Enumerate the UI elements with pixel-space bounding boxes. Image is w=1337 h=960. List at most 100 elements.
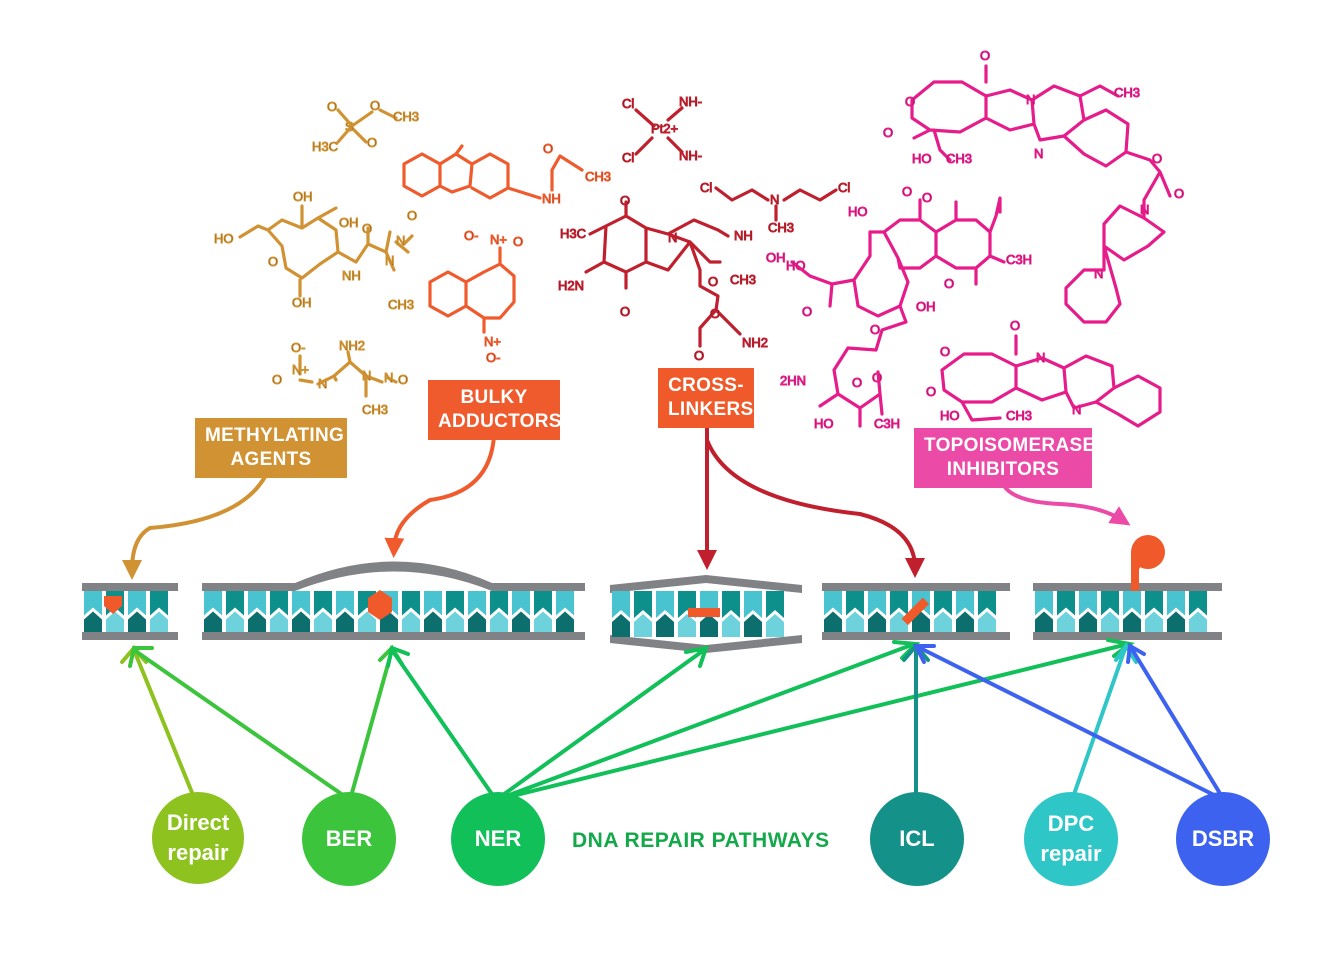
cisplatin-label: Cl xyxy=(622,96,634,111)
base-top xyxy=(1101,591,1119,616)
base-bottom xyxy=(612,614,630,637)
base-top xyxy=(534,591,552,616)
camptothecin-label: N xyxy=(1036,350,1045,365)
base-top xyxy=(1035,591,1053,616)
anthracycline-label: O xyxy=(870,322,880,337)
base-bottom xyxy=(722,614,740,637)
pathway-direct-label: Direct repair xyxy=(166,810,230,865)
base-bottom xyxy=(292,611,310,632)
mechlorethamine-label: N xyxy=(770,192,779,207)
base-bottom xyxy=(956,611,974,632)
base-top xyxy=(270,591,288,616)
nqo-molecule: O- N+ O N+ O- xyxy=(428,228,524,366)
base-bottom xyxy=(128,611,146,632)
irinotecan-molecule: O N CH3 O O HO CH3 N O O N N xyxy=(883,48,1185,324)
base-top xyxy=(150,591,168,616)
base-bottom xyxy=(402,611,420,632)
nqo-label: N+ xyxy=(484,334,501,349)
irinotecan-label: O xyxy=(1152,151,1162,166)
mitomycin-label: H2N xyxy=(558,278,584,293)
base-bottom xyxy=(766,614,784,637)
streptozotocin-label: OH xyxy=(339,215,359,230)
streptozotocin-label: NH xyxy=(342,268,361,283)
base-bottom xyxy=(890,611,908,632)
pathway-ber: BER xyxy=(302,792,396,886)
dna-segment-3 xyxy=(610,575,802,653)
pathway-icl: ICL xyxy=(870,792,964,886)
base-bottom xyxy=(84,611,102,632)
label-methylating-agents: METHYLATING AGENTS xyxy=(195,418,347,478)
mms-label: O xyxy=(367,135,377,150)
base-bottom xyxy=(978,611,996,632)
base-top xyxy=(204,591,222,616)
base-bottom xyxy=(1057,611,1075,632)
camptothecin-label: O xyxy=(926,384,936,399)
cisplatin-label: NH- xyxy=(679,148,702,163)
mitomycin-molecule: O H3C N NH H2N O O CH3 O NH2 O xyxy=(558,193,769,364)
base-bottom xyxy=(336,611,354,632)
camptothecin-label: CH3 xyxy=(1006,408,1032,423)
aaf-molecule: O CH3 NH xyxy=(402,141,612,207)
pathway-dpc-repair: DPC repair xyxy=(1024,792,1118,886)
streptozotocin-label: O xyxy=(362,221,372,236)
pathway-direct-repair: Direct repair xyxy=(152,792,244,884)
cisplatin-label: Cl xyxy=(622,150,634,165)
nqo-label: N+ xyxy=(490,232,507,247)
base-top xyxy=(1057,591,1075,616)
streptozotocin-label: O xyxy=(407,208,417,223)
base-top xyxy=(956,591,974,616)
base-top xyxy=(612,591,630,618)
base-top xyxy=(890,591,908,616)
nitrosoguanidine-label: O- xyxy=(291,340,305,355)
base-bottom xyxy=(824,611,842,632)
anthracycline-label: 2HN xyxy=(780,373,806,388)
dna-segment-4 xyxy=(822,583,1010,640)
anthracycline-label: O xyxy=(944,276,954,291)
base-top xyxy=(468,591,486,616)
pathway-dsbr: DSBR xyxy=(1176,792,1270,886)
mitomycin-label: NH2 xyxy=(742,335,768,350)
label-bulky-adductors: BULKY ADDUCTORS xyxy=(428,380,561,440)
base-top xyxy=(336,591,354,616)
base-bottom xyxy=(934,611,952,632)
streptozotocin-label: N xyxy=(396,233,405,248)
base-top xyxy=(84,591,102,616)
irinotecan-label: HO xyxy=(912,151,932,166)
base-bottom xyxy=(1123,611,1141,632)
base-bottom xyxy=(446,611,464,632)
base-top xyxy=(402,591,420,616)
pathway-ner-label: NER xyxy=(474,826,522,851)
base-bottom xyxy=(700,614,718,637)
nitrosoguanidine-label: CH3 xyxy=(362,402,388,417)
cisplatin-label: Pt2+ xyxy=(651,121,678,136)
irinotecan-label: CH3 xyxy=(1114,85,1140,100)
anthracycline-label: O xyxy=(902,184,912,199)
anthracycline-label: OH xyxy=(766,250,786,265)
base-bottom xyxy=(468,611,486,632)
pathway-arrows xyxy=(120,638,1226,802)
pathway-dpc-label: DPC repair xyxy=(1040,811,1102,866)
base-top xyxy=(556,591,574,616)
camptothecin-label: HO xyxy=(940,408,960,423)
nqo-label: O xyxy=(513,234,523,249)
cisplatin-label: NH- xyxy=(679,94,702,109)
dna-segment-5 xyxy=(1033,535,1222,640)
streptozotocin-label: HO xyxy=(214,231,234,246)
methyl-lesion xyxy=(104,596,122,614)
base-bottom xyxy=(248,611,266,632)
camptothecin-label: N xyxy=(1072,402,1081,417)
base-top xyxy=(226,591,244,616)
mms-label: S xyxy=(345,119,354,134)
pathway-ber-label: BER xyxy=(325,826,373,851)
pathway-ner: NER xyxy=(451,792,545,886)
aaf-label: O xyxy=(543,141,553,156)
streptozotocin-label: O xyxy=(268,254,278,269)
base-top xyxy=(314,591,332,616)
base-top xyxy=(846,591,864,616)
mitomycin-label: NH xyxy=(734,228,753,243)
base-bottom xyxy=(358,611,376,632)
base-bottom xyxy=(204,611,222,632)
base-top xyxy=(1079,591,1097,616)
label-crosslinkers-text: CROSS- LINKERS xyxy=(668,375,754,420)
